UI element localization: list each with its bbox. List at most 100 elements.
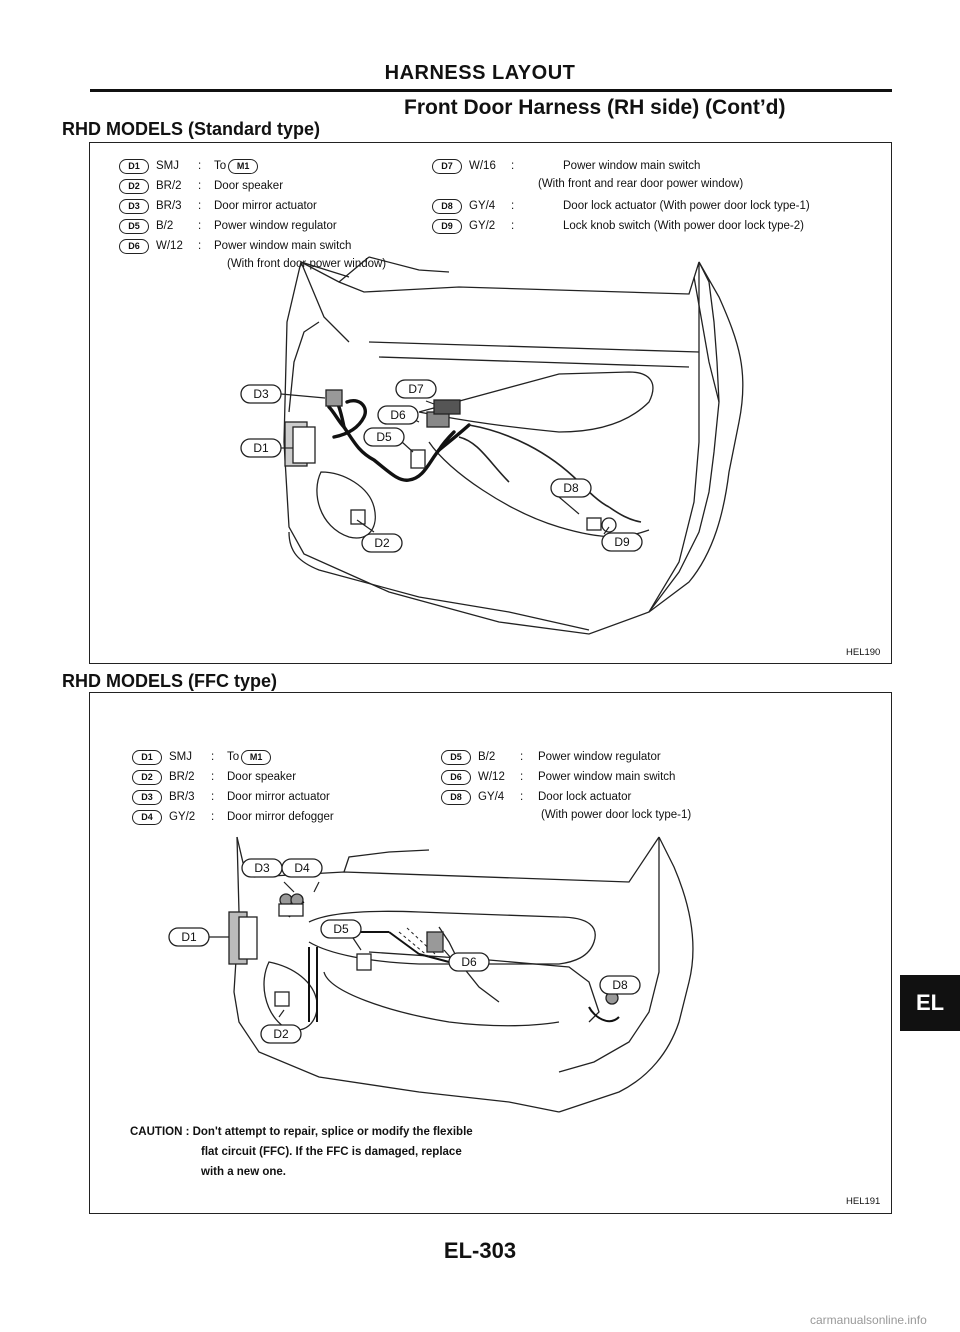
callout-label: D8 [563,481,579,495]
connector-ref-badge: M1 [228,158,259,174]
separator: : [511,160,515,172]
legend-row: D6 W/12 : Power window main switch [119,236,351,256]
caution-line: flat circuit (FFC). If the FFC is damage… [201,1146,462,1158]
callout-label: D9 [614,535,630,549]
legend-desc: Lock knob switch (With power door lock t… [563,220,804,232]
connector-badge: D3 [132,789,162,805]
callout-label: D5 [376,430,392,444]
legend-desc: Door lock actuator [538,791,632,803]
callout-label: D7 [408,382,424,396]
caution-note: CAUTION : Don't attempt to repair, splic… [130,1122,473,1182]
standard-type-heading: RHD MODELS (Standard type) [62,119,321,139]
legend-desc: Door mirror actuator [227,791,330,803]
legend-desc: To [214,160,227,172]
legend-desc: Power window regulator [214,220,337,232]
connector-badge: D5 [119,218,149,234]
connector-ref-badge: M1 [241,749,272,765]
callout-label: D4 [294,861,310,875]
legend-row: D1 SMJ : To M1 [119,156,259,176]
separator: : [520,771,524,783]
door-harness-diagram-standard: D3 D1 D7 D6 D5 D8 D2 D9 [240,256,744,635]
wire-code: SMJ [156,160,179,172]
legend-note: (With power door lock type-1) [541,809,692,821]
title-rule [90,89,892,92]
section-title: HARNESS LAYOUT [384,62,576,84]
callout-label: D5 [333,922,349,936]
separator: : [511,220,515,232]
connector-badge: D3 [119,198,149,214]
legend-desc: Power window regulator [538,751,661,763]
wire-code: BR/3 [156,200,182,212]
wire-code: B/2 [478,751,496,763]
connector-badge: D5 [441,749,471,765]
caution-line: CAUTION : Don't attempt to repair, splic… [130,1126,473,1138]
separator: : [198,240,202,252]
connector-badge: D9 [432,218,462,234]
legend-row: D2 BR/2 : Door speaker [132,767,296,787]
separator: : [211,791,215,803]
wire-code: W/12 [478,771,505,783]
door-harness-diagram-ffc: D3 D4 D1 D5 D6 D8 D2 [168,836,694,1113]
section-side-tab: EL [900,975,960,1031]
legend-row: D3 BR/3 : Door mirror actuator [132,787,330,807]
ffc-type-heading: RHD MODELS (FFC type) [62,671,277,691]
legend-row: D9 GY/2 : Lock knob switch (With power d… [432,216,804,236]
connector-badge: D1 [119,158,149,174]
legend-desc: Door lock actuator (With power door lock… [563,200,810,212]
wire-code: GY/4 [469,200,496,212]
connector-badge: D6 [119,238,149,254]
wire-code: BR/3 [169,791,195,803]
page-subtitle: Front Door Harness (RH side) (Cont’d) [404,96,786,119]
separator: : [198,180,202,192]
wire-code: SMJ [169,751,192,763]
legend-desc: Door speaker [227,771,297,783]
legend-desc: Door mirror actuator [214,200,317,212]
separator: : [520,791,524,803]
legend-desc: Door mirror defogger [227,811,334,823]
separator: : [511,200,515,212]
figure-id: HEL191 [846,1196,881,1207]
standard-type-figure-panel [89,142,892,664]
legend-desc: Power window main switch [538,771,676,783]
callout-label: D2 [273,1027,289,1041]
connector-badge: D6 [441,769,471,785]
callout-label: D1 [253,441,269,455]
page-number: EL-303 [443,1238,517,1263]
callout-label: D6 [461,955,477,969]
caution-line: with a new one. [201,1166,286,1178]
wire-code: B/2 [156,220,174,232]
separator: : [211,771,215,783]
connector-badge: D1 [132,749,162,765]
callout-label: D8 [612,978,628,992]
separator: : [211,811,215,823]
legend-row: D2 BR/2 : Door speaker [119,176,283,196]
legend-desc: To [227,751,240,763]
separator: : [198,160,202,172]
wire-code: GY/4 [478,791,505,803]
connector-badge: D7 [432,158,462,174]
legend-desc: Door speaker [214,180,284,192]
legend-row: D7 W/16 : Power window main switch [432,156,700,176]
wire-code: GY/2 [169,811,196,823]
callout-label: D2 [374,536,390,550]
wire-code: BR/2 [156,180,182,192]
callout-label: D1 [181,930,197,944]
legend-row: D8 GY/4 : Door lock actuator (With power… [432,196,810,216]
legend-row: D1 SMJ : To M1 [132,747,272,767]
callout-label: D3 [254,861,270,875]
separator: : [198,200,202,212]
legend-desc: Power window main switch [214,240,352,252]
callout-label: D3 [253,387,269,401]
connector-badge: D2 [119,178,149,194]
figure-id: HEL190 [846,647,881,658]
connector-badge: D2 [132,769,162,785]
connector-badge: D4 [132,809,162,825]
separator: : [520,751,524,763]
legend-row: D8 GY/4 : Door lock actuator [441,787,631,807]
watermark: carmanualsonline.info [810,1313,927,1327]
legend-row: D5 B/2 : Power window regulator [119,216,337,236]
separator: : [211,751,215,763]
wire-code: GY/2 [469,220,496,232]
legend-desc: Power window main switch [563,160,701,172]
separator: : [198,220,202,232]
